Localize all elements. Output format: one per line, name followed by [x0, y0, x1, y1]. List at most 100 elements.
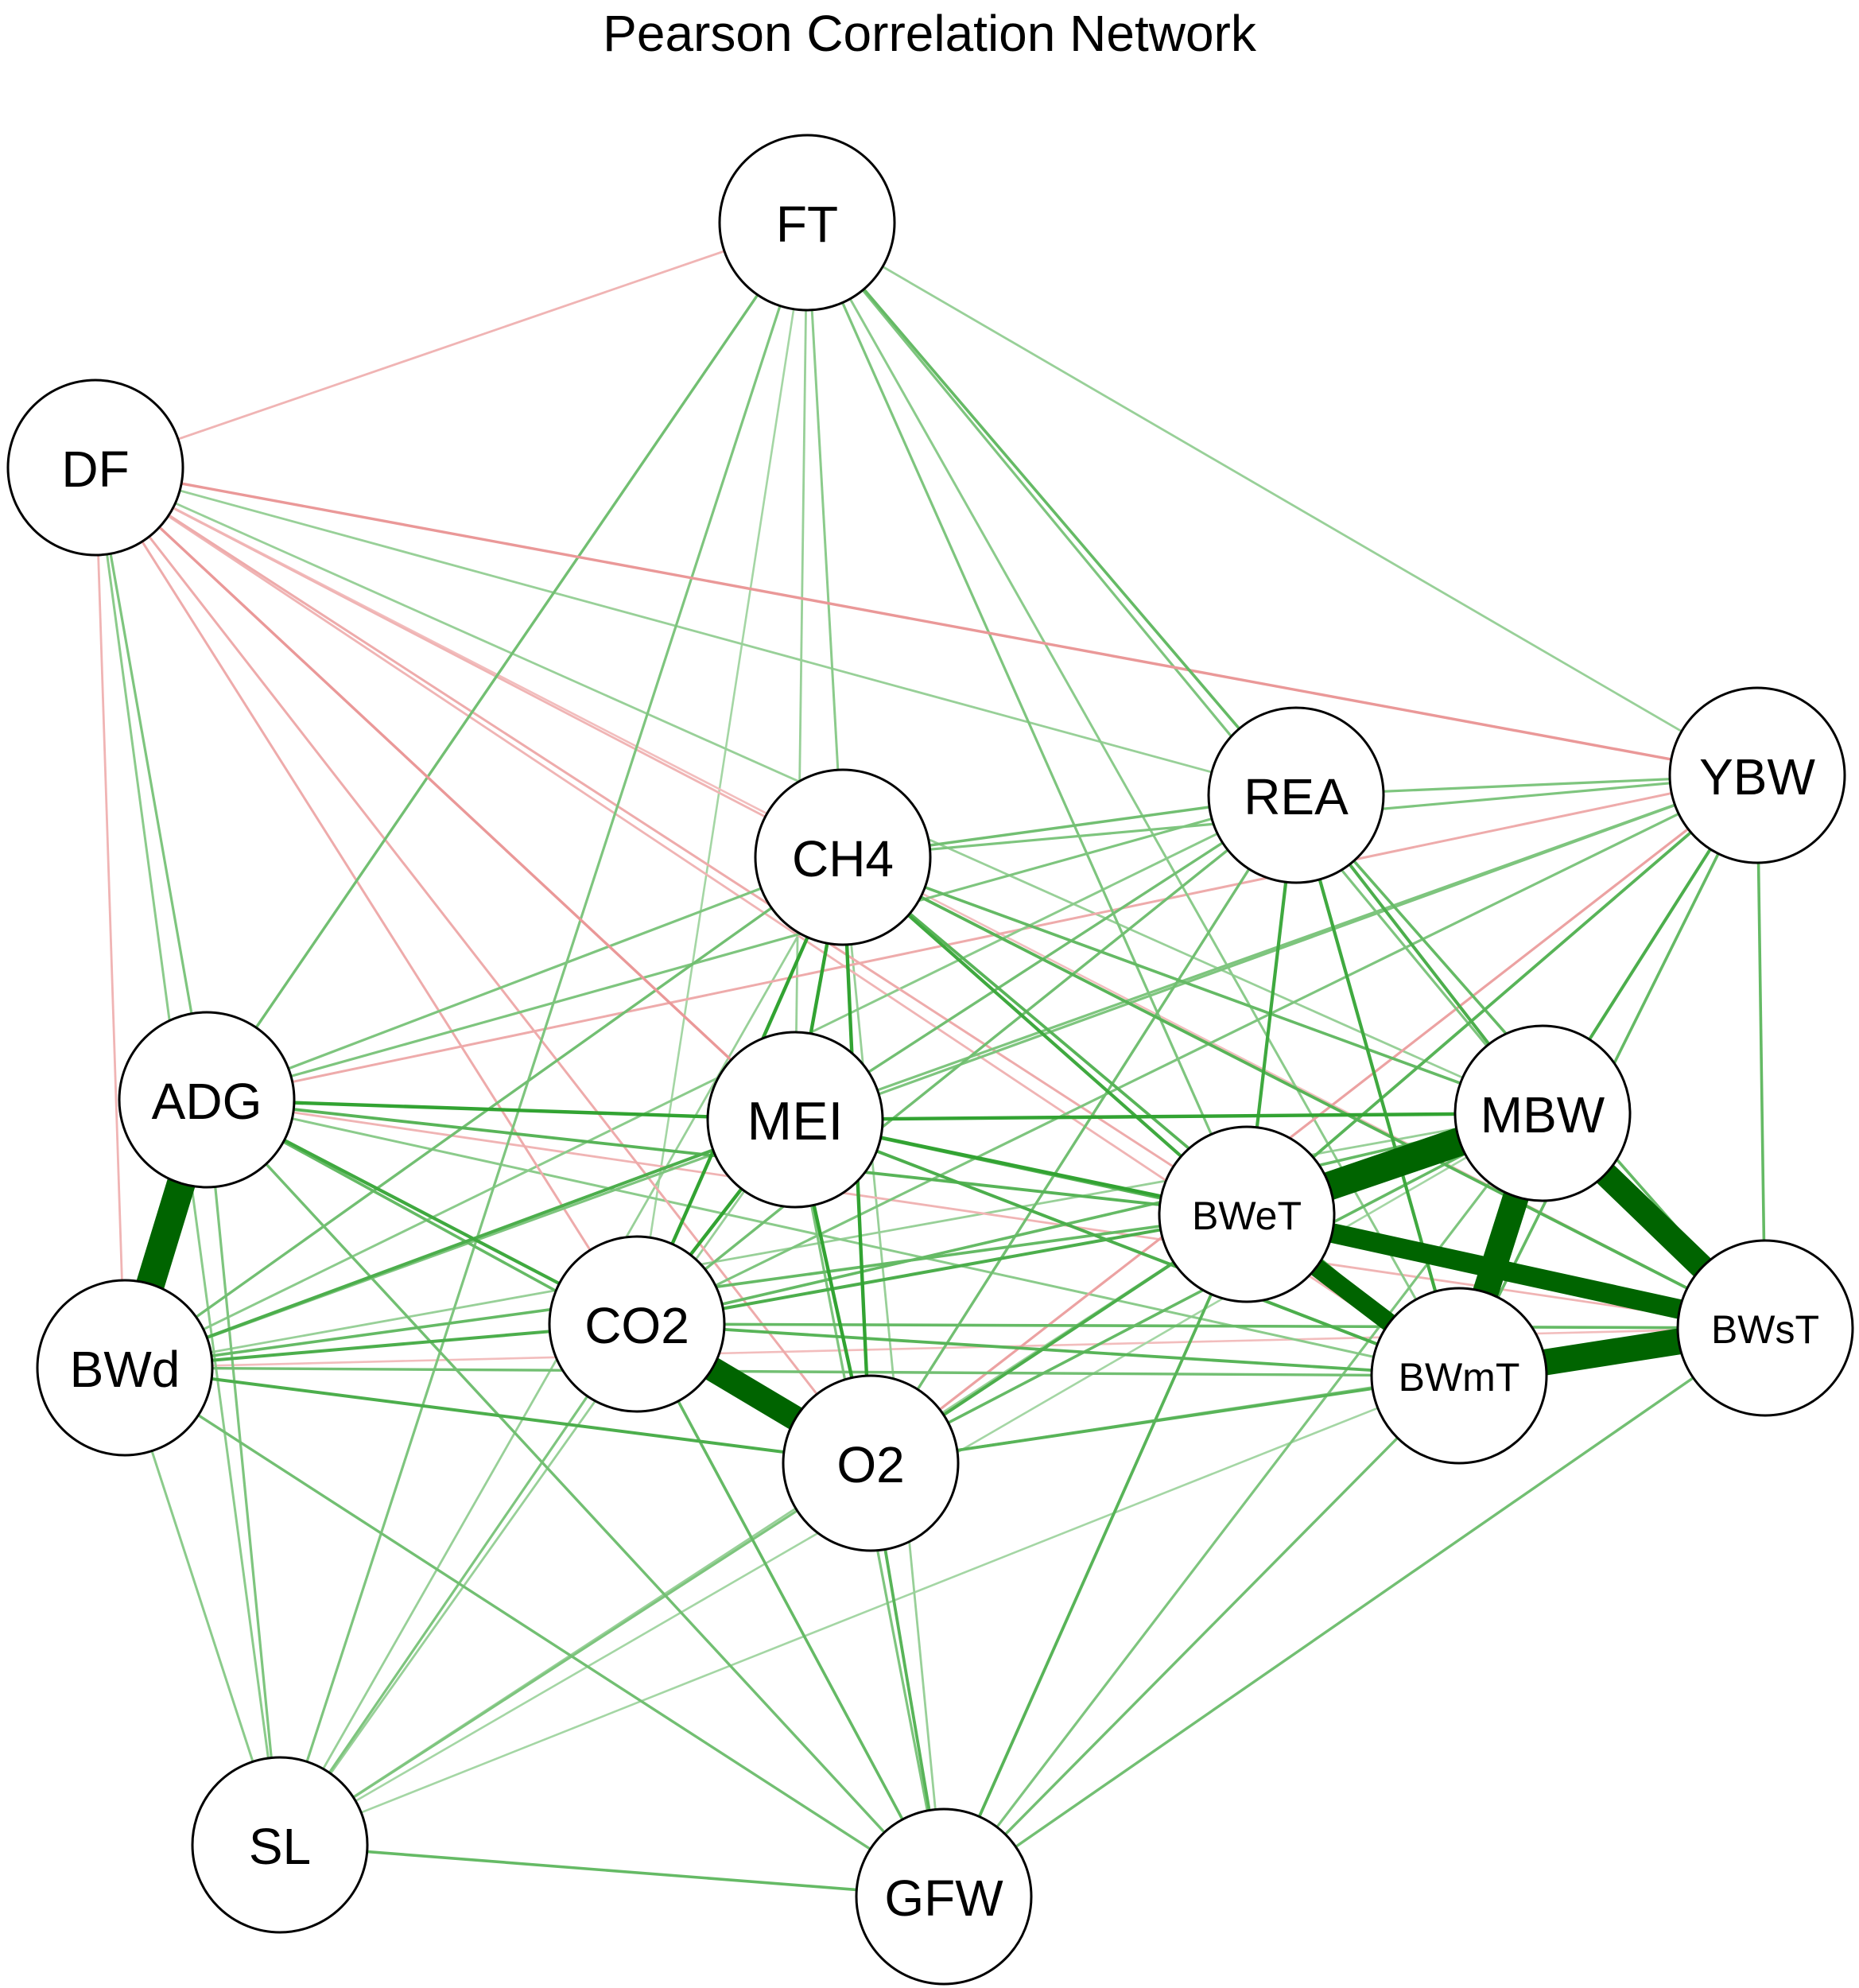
edge-ft-mei	[794, 222, 809, 1120]
node-o2: O2	[782, 1374, 960, 1552]
edge-df-o2	[94, 467, 872, 1464]
node-circle-bwmt	[1370, 1287, 1548, 1465]
edge-mei-bwmt	[794, 1118, 1460, 1377]
edge-ch4-bwst	[842, 856, 1766, 1330]
node-circle-bwd	[36, 1279, 214, 1457]
edge-mei-bwd	[124, 1118, 796, 1369]
node-circle-bwst	[1676, 1239, 1854, 1417]
edge-adg-gfw	[205, 1098, 945, 1898]
edge-mbw-gfw	[942, 1112, 1544, 1897]
edge-co2-rea	[635, 794, 1298, 1326]
node-gfw: GFW	[855, 1807, 1033, 1986]
edge-mei-rea	[794, 794, 1297, 1121]
node-bwst: BWsT	[1676, 1239, 1854, 1417]
edge-df-rea	[95, 466, 1297, 797]
node-bwd: BWd	[36, 1279, 214, 1457]
edge-mei-sl	[278, 1119, 797, 1846]
node-label-co2: CO2	[584, 1297, 689, 1354]
edge-adg-ft	[205, 222, 809, 1101]
edge-adg-bwst	[206, 1098, 1766, 1330]
node-label-o2: O2	[836, 1436, 904, 1493]
node-label-mbw: MBW	[1481, 1086, 1605, 1143]
node-ft: FT	[718, 134, 896, 312]
edge-rea-bwmt	[1294, 794, 1461, 1376]
node-sl: SL	[191, 1756, 369, 1934]
node-circle-o2	[782, 1374, 960, 1552]
edge-df-mei	[94, 466, 797, 1121]
node-ybw: YBW	[1668, 686, 1846, 864]
node-label-bwd: BWd	[70, 1341, 180, 1398]
node-label-ybw: YBW	[1699, 748, 1815, 806]
edge-ft-bwet	[805, 222, 1248, 1215]
edge-ft-ch4	[805, 222, 844, 858]
edge-o2-bwmt	[870, 1374, 1460, 1465]
node-co2: CO2	[548, 1235, 726, 1413]
node-label-bwst: BWsT	[1711, 1307, 1819, 1352]
edge-ch4-bwet	[841, 856, 1248, 1216]
edge-ch4-gfw	[841, 856, 945, 1897]
node-circle-ch4	[754, 768, 932, 946]
edge-o2-sl	[279, 1462, 871, 1846]
node-mei: MEI	[706, 1031, 884, 1209]
edge-df-co2	[94, 467, 638, 1325]
node-ch4: CH4	[754, 768, 932, 946]
edge-sl-gfw	[279, 1843, 945, 1898]
edge-adg-mei	[206, 1097, 796, 1122]
node-circle-co2	[548, 1235, 726, 1413]
edge-adg-sl	[205, 1099, 281, 1846]
node-label-sl: SL	[249, 1818, 311, 1875]
edge-ft-sl	[278, 222, 809, 1846]
node-circle-gfw	[855, 1807, 1033, 1986]
edge-bwd-bwmt	[124, 1366, 1460, 1377]
edge-ft-co2	[635, 222, 809, 1325]
edge-mei-mbw	[794, 1111, 1543, 1122]
node-circle-mei	[706, 1031, 884, 1209]
edge-df-ch4	[95, 466, 844, 859]
node-label-bwet: BWeT	[1192, 1194, 1302, 1238]
node-label-adg: ADG	[152, 1073, 262, 1130]
edge-bwst-gfw	[943, 1326, 1766, 1898]
node-circle-bwet	[1158, 1125, 1336, 1303]
edge-ch4-mbw	[842, 856, 1543, 1115]
edge-co2-bwmt	[636, 1322, 1460, 1377]
edge-co2-mbw	[636, 1112, 1543, 1326]
figure-title: Pearson Correlation Network	[603, 5, 1256, 62]
node-circle-mbw	[1453, 1024, 1632, 1202]
node-bwmt: BWmT	[1370, 1287, 1548, 1465]
edge-df-bwd	[94, 467, 126, 1369]
edge-bwet-gfw	[942, 1213, 1248, 1897]
node-mbw: MBW	[1453, 1024, 1632, 1202]
edge-co2-ybw	[636, 774, 1758, 1326]
node-circle-sl	[191, 1756, 369, 1934]
edge-ybw-df	[95, 466, 1758, 777]
node-label-rea: REA	[1244, 768, 1349, 825]
edge-bwmt-sl	[279, 1374, 1460, 1846]
edge-adg-ch4	[206, 856, 844, 1101]
edge-rea-bwd	[124, 794, 1297, 1369]
edge-ft-df	[95, 221, 808, 469]
edge-o2-rea	[869, 794, 1298, 1464]
edge-df-adg	[94, 467, 208, 1101]
edge-o2-bwd	[124, 1366, 871, 1465]
edge-adg-rea	[206, 794, 1297, 1101]
node-circle-ybw	[1668, 686, 1846, 864]
node-circle-rea	[1207, 706, 1385, 884]
edge-ybw-bwet	[1245, 774, 1759, 1216]
edge-bwmt-gfw	[942, 1374, 1461, 1898]
edge-bwd-gfw	[124, 1366, 945, 1898]
node-circle-df	[6, 379, 184, 557]
node-label-df: DF	[61, 441, 129, 498]
node-label-ch4: CH4	[792, 830, 894, 887]
edge-ybw-bwst	[1756, 775, 1767, 1329]
edge-co2-bwst	[636, 1322, 1766, 1330]
node-bwet: BWeT	[1158, 1125, 1336, 1303]
edge-co2-bwet	[636, 1213, 1248, 1326]
node-rea: REA	[1207, 706, 1385, 884]
edge-adg-bwmt	[206, 1098, 1460, 1377]
node-df: DF	[6, 379, 184, 557]
edge-co2-gfw	[635, 1323, 945, 1897]
edge-rea-ft	[805, 221, 1298, 797]
node-adg: ADG	[118, 1011, 296, 1189]
